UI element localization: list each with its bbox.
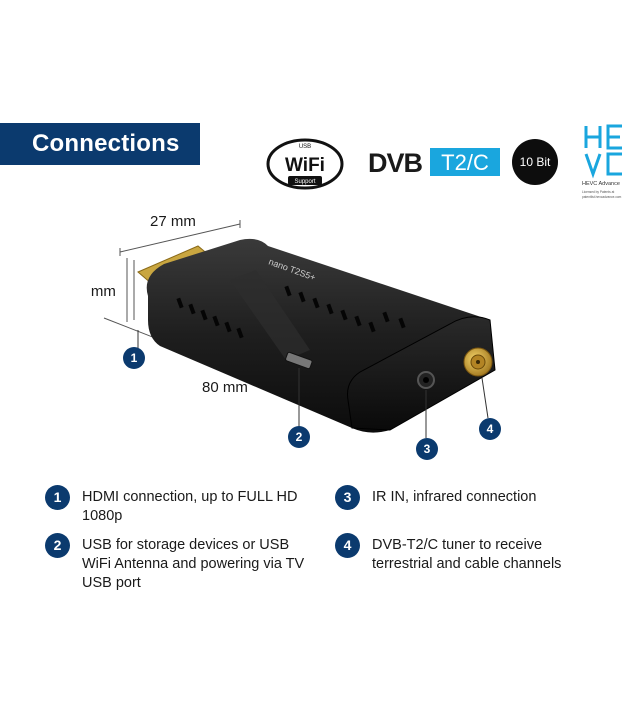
antenna-connector <box>463 347 493 377</box>
dim-length-label: 80 mm <box>202 379 248 396</box>
usb-port <box>285 351 313 370</box>
connections-title: Connections <box>32 130 180 157</box>
legend-item-tuner: 4 DVB-T2/C tuner to receive terrestrial … <box>335 533 595 574</box>
legend-text: USB for storage devices or USB WiFi Ante… <box>82 537 305 591</box>
callout-1-circle <box>123 347 145 369</box>
logo-row: USB WiFi Support DVB T2/C 10 Bit HEVC Ad… <box>260 118 640 208</box>
dim-height-label: 12 mm <box>90 283 116 300</box>
legend-number: 1 <box>45 485 70 510</box>
dvb-t2c-logo: DVB T2/C <box>368 148 500 178</box>
callout-4-circle <box>479 418 501 440</box>
dvb-main-text: DVB <box>368 148 423 178</box>
grip-panel <box>230 270 310 360</box>
callout-4-label: 4 <box>487 422 494 436</box>
callout-3-label: 3 <box>424 442 431 456</box>
callout-3-circle <box>416 438 438 460</box>
wifi-bottom-text: Support <box>294 179 315 185</box>
wifi-usb-support-logo: USB WiFi Support <box>266 138 344 190</box>
legend-number: 2 <box>45 533 70 558</box>
hevc-line1: Licensed by Patents at <box>582 190 614 194</box>
wifi-top-text: USB <box>299 144 311 150</box>
dim-width-label: 27 mm <box>150 213 196 230</box>
hevc-name: HEVC Advance <box>582 181 620 187</box>
legend-number: 4 <box>335 533 360 558</box>
hevc-advance-logo: HEVC Advance Licensed by Patents at pate… <box>582 124 622 199</box>
callout-2-circle <box>288 426 310 448</box>
legend-text: IR IN, infrared connection <box>372 489 537 505</box>
dvb-sub-text: T2/C <box>441 150 489 175</box>
legend-text: HDMI connection, up to FULL HD 1080p <box>82 489 298 524</box>
legend-item-hdmi: 1 HDMI connection, up to FULL HD 1080p <box>45 485 325 526</box>
callout-lines <box>137 330 489 438</box>
wifi-word: WiFi <box>285 155 325 176</box>
legend-item-ir: 3 IR IN, infrared connection <box>335 485 585 510</box>
hevc-line2: patentlist.hevcadvance.com <box>582 195 622 199</box>
callout-2-label: 2 <box>296 430 303 444</box>
ten-bit-badge: 10 Bit <box>512 139 558 185</box>
vent-slots <box>176 285 406 339</box>
legend-item-usb: 2 USB for storage devices or USB WiFi An… <box>45 533 315 593</box>
legend-number: 3 <box>335 485 360 510</box>
legend-text: DVB-T2/C tuner to receive terrestrial an… <box>372 537 562 572</box>
device-illustration: 27 mm 12 mm 80 mm nano T2S5+ <box>90 213 501 460</box>
connections-banner: Connections <box>0 123 200 165</box>
callout-1-label: 1 <box>131 351 138 365</box>
